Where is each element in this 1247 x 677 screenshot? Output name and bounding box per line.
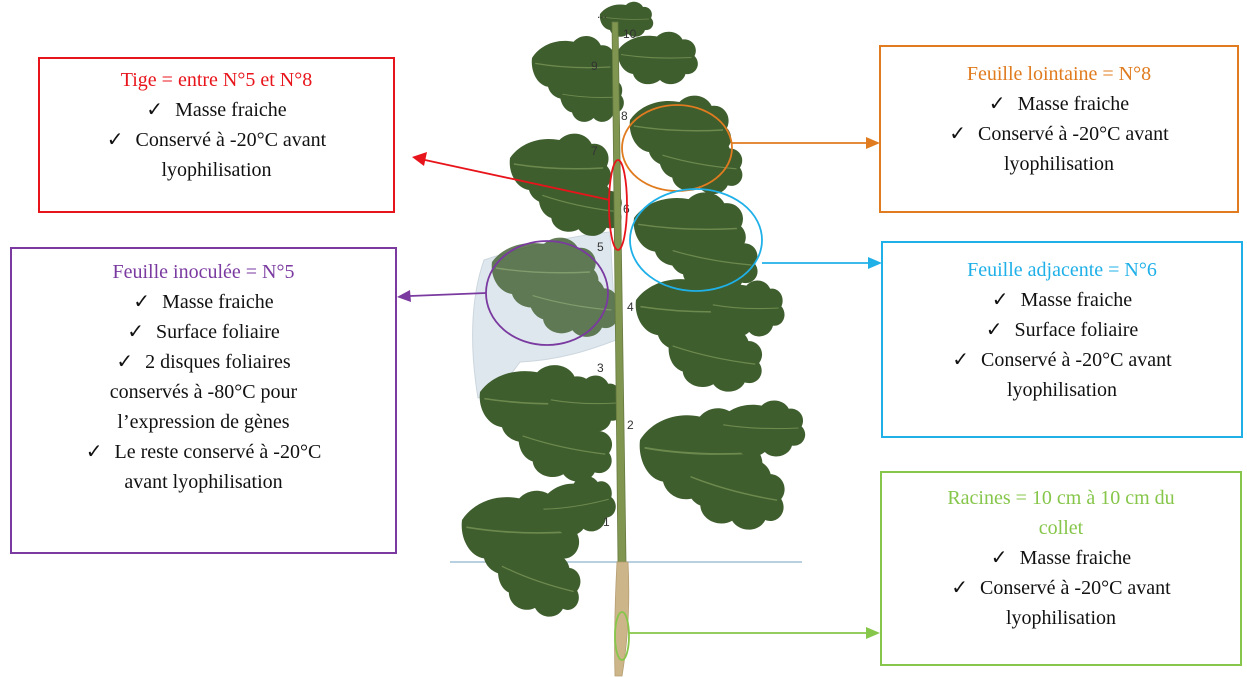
leaf-number-label: ... <box>597 7 607 21</box>
leaf-number-label: 7 <box>591 144 598 158</box>
check-icon: ✓ <box>116 351 134 373</box>
roots-item-storage-cont: lyophilisation <box>1006 607 1116 629</box>
check-icon: ✓ <box>949 123 967 145</box>
check-icon: ✓ <box>985 319 1003 341</box>
roots-highlight-ellipse <box>614 611 630 661</box>
adjacent-leaf-box-title: Feuille adjacente = N°6 <box>967 259 1157 281</box>
roots-box-title-line1: Racines = 10 cm à 10 cm du <box>947 487 1175 509</box>
leaf-3 <box>478 364 624 488</box>
far-leaf-arrow <box>732 137 880 149</box>
stem-item-fresh-mass: ✓Masse fraiche <box>146 99 287 121</box>
roots-item-fresh-mass: ✓Masse fraiche <box>990 547 1132 569</box>
stem-highlight-ellipse <box>608 159 628 251</box>
leaf-9 <box>531 35 625 123</box>
inoculated-leaf-box-title: Feuille inoculée = N°5 <box>112 261 295 283</box>
check-icon: ✓ <box>991 289 1009 311</box>
roots-box-title-line2: collet <box>1038 517 1084 539</box>
leaf-1 <box>460 470 620 626</box>
check-icon: ✓ <box>133 291 151 313</box>
stem-box-title: Tige = entre N°5 et N°8 <box>120 69 313 91</box>
check-icon: ✓ <box>146 99 164 121</box>
stem-arrow <box>412 152 611 201</box>
far-leaf-item-fresh-mass: ✓Masse fraiche <box>988 93 1130 115</box>
check-icon: ✓ <box>85 441 103 463</box>
leaf-number-label: 8 <box>621 109 628 123</box>
inoculated-leaf-item-rest-cont: avant lyophilisation <box>124 471 283 493</box>
inoculated-leaf-item-discs: ✓2 disques foliaires <box>116 351 291 373</box>
adjacent-leaf-item-storage: ✓Conservé à -20°C avant <box>952 349 1172 371</box>
stem-item-storage-cont: lyophilisation <box>161 159 272 181</box>
leaf-number-label: 3 <box>597 361 604 375</box>
stem-item-storage: ✓Conservé à -20°C avant <box>106 129 327 151</box>
plant-stem <box>611 21 627 563</box>
plant-root <box>614 561 630 677</box>
leaf-6-adjacent <box>632 191 764 297</box>
leaf-number-label: 4 <box>627 300 634 314</box>
check-icon: ✓ <box>951 577 969 599</box>
check-icon: ✓ <box>952 349 970 371</box>
adjacent-leaf-sample-box: Feuille adjacente = N°6 ✓Masse fraiche ✓… <box>881 241 1243 438</box>
far-leaf-item-storage-cont: lyophilisation <box>1004 153 1114 175</box>
adjacent-leaf-item-storage-cont: lyophilisation <box>1007 379 1117 401</box>
inoculated-leaf-item-discs-cont2: l’expression de gènes <box>117 411 290 433</box>
inoculated-leaf-item-leaf-area: ✓Surface foliaire <box>127 321 280 343</box>
leaf-number-label: 5 <box>597 240 604 254</box>
leaf-2 <box>638 399 806 538</box>
inoculated-leaf-item-rest: ✓Le reste conservé à -20°C <box>85 441 322 463</box>
roots-arrow <box>629 627 880 639</box>
adjacent-leaf-item-leaf-area: ✓Surface foliaire <box>985 319 1139 341</box>
leaf-4 <box>634 272 786 398</box>
leaf-number-label: 2 <box>627 418 634 432</box>
inoculated-leaf-arrow <box>397 290 487 302</box>
far-leaf-box-title: Feuille lointaine = N°8 <box>966 63 1152 85</box>
check-icon: ✓ <box>990 547 1008 569</box>
leaf-number-label: 1 <box>603 515 610 529</box>
far-leaf-sample-box: Feuille lointaine = N°8 ✓Masse fraiche ✓… <box>879 45 1239 213</box>
far-leaf-item-storage: ✓Conservé à -20°C avant <box>949 123 1169 145</box>
adjacent-leaf-highlight-ellipse <box>629 188 763 292</box>
adjacent-leaf-arrow <box>762 257 882 269</box>
leaf-number-label: 10 <box>623 27 637 41</box>
roots-item-storage: ✓Conservé à -20°C avant <box>951 577 1171 599</box>
adjacent-leaf-item-fresh-mass: ✓Masse fraiche <box>991 289 1133 311</box>
check-icon: ✓ <box>988 93 1006 115</box>
inoculated-leaf-item-fresh-mass: ✓Masse fraiche <box>133 291 274 313</box>
check-icon: ✓ <box>127 321 144 343</box>
inoculated-leaf-item-discs-cont1: conservés à -80°C pour <box>109 381 298 403</box>
check-icon: ✓ <box>106 129 124 151</box>
roots-sample-box: Racines = 10 cm à 10 cm du collet ✓Masse… <box>880 471 1242 666</box>
stem-sample-box: Tige = entre N°5 et N°8 ✓Masse fraiche ✓… <box>38 57 395 213</box>
inoculated-leaf-sample-box: Feuille inoculée = N°5 ✓Masse fraiche ✓S… <box>10 247 397 554</box>
leaf-number-label: 9 <box>591 59 598 73</box>
